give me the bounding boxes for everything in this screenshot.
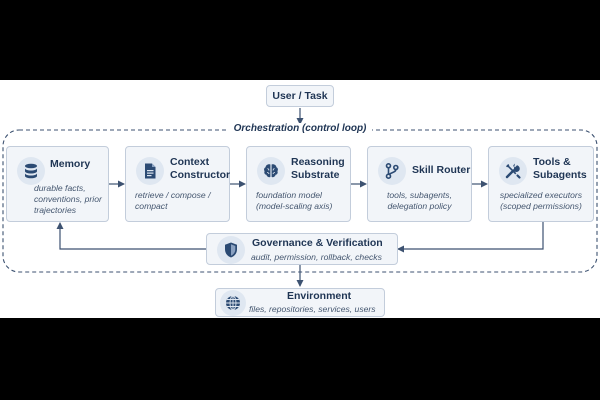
globe-icon xyxy=(220,290,246,316)
context-constructor-node: Context Constructor retrieve / compose /… xyxy=(125,146,230,222)
skill-desc: tools, subagents, delegation policy xyxy=(387,190,452,211)
diagram-canvas: User / Task Orchestration (control loop)… xyxy=(0,80,600,318)
reasoning-substrate-node: Reasoning Substrate foundation model (mo… xyxy=(246,146,351,222)
wrench-screwdriver-icon xyxy=(499,157,527,185)
memory-node: Memory durable facts, conventions, prior… xyxy=(6,146,109,222)
context-desc: retrieve / compose / compact xyxy=(135,190,211,211)
reasoning-title: Reasoning Substrate xyxy=(291,156,345,181)
orchestration-label: Orchestration (control loop) xyxy=(0,123,600,134)
tools-subagents-node: Tools & Subagents specialized executors … xyxy=(488,146,594,222)
environment-title: Environment xyxy=(287,290,352,302)
user-task-label: User / Task xyxy=(272,90,328,102)
skill-router-node: Skill Router tools, subagents, delegatio… xyxy=(367,146,472,222)
context-title: Context Constructor xyxy=(170,156,231,181)
shield-icon xyxy=(217,236,245,264)
environment-node: Environment files, repositories, service… xyxy=(215,288,385,317)
memory-title: Memory xyxy=(50,158,91,170)
document-icon xyxy=(136,157,164,185)
governance-desc: audit, permission, rollback, checks xyxy=(251,252,382,262)
reasoning-desc: foundation model (model-scaling axis) xyxy=(256,190,333,211)
user-task-node: User / Task xyxy=(266,85,334,107)
brain-icon xyxy=(257,157,285,185)
environment-desc: files, repositories, services, users xyxy=(249,304,376,314)
governance-verification-node: Governance & Verification audit, permiss… xyxy=(206,233,398,265)
database-icon xyxy=(17,157,45,185)
skill-title: Skill Router xyxy=(412,164,471,176)
memory-desc: durable facts, conventions, prior trajec… xyxy=(34,183,102,215)
tools-desc: specialized executors (scoped permission… xyxy=(499,190,583,211)
tools-title: Tools & Subagents xyxy=(533,156,587,181)
governance-title: Governance & Verification xyxy=(252,237,383,249)
arrow-tools-to-governance xyxy=(397,219,544,253)
arrow-governance-to-memory xyxy=(56,222,206,250)
branch-icon xyxy=(378,157,406,185)
